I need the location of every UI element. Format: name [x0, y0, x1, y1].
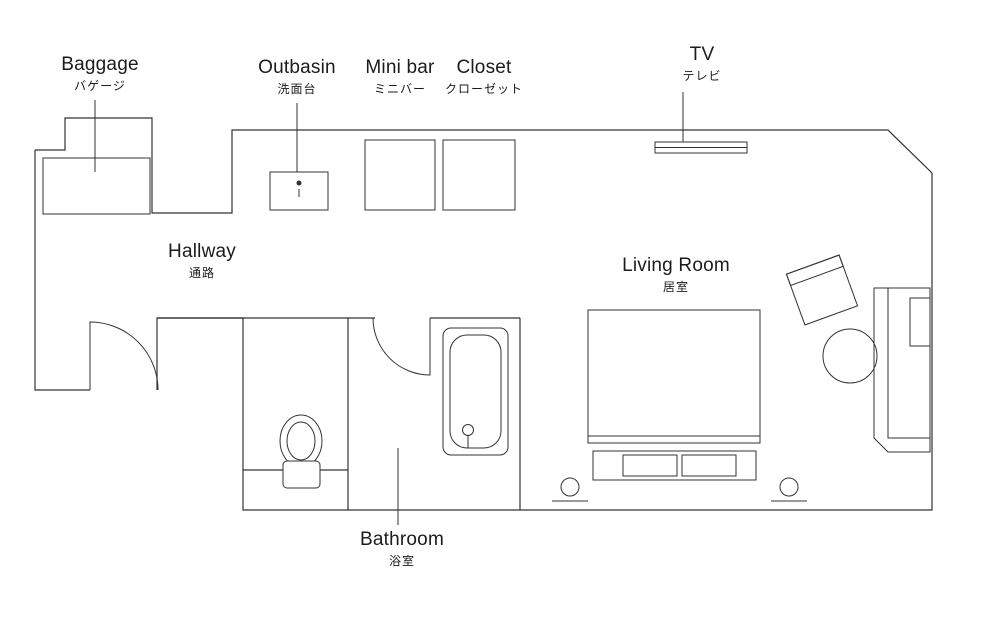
- entry-door-swing: [89, 321, 159, 391]
- label-closet-en: Closet: [456, 57, 512, 78]
- outer-wall: [34, 117, 933, 511]
- toilet-tank: [282, 460, 321, 489]
- label-tv: TV テレビ: [682, 44, 721, 83]
- faucet-icon: [296, 180, 302, 186]
- label-minibar: Mini bar ミニバー: [365, 57, 434, 96]
- toilet: [279, 414, 323, 489]
- label-living-room: Living Room 居室: [622, 255, 730, 294]
- bathtub-inner: [449, 334, 502, 449]
- label-living-room-ja: 居室: [662, 280, 689, 294]
- label-hallway-en: Hallway: [168, 241, 236, 262]
- bedside-marker-right: [771, 477, 807, 502]
- label-baggage: Baggage バゲージ: [61, 54, 138, 93]
- outbasin-fixture: [269, 171, 329, 211]
- baggage-rack: [42, 157, 151, 215]
- bench-cushion-left: [622, 454, 678, 477]
- sofa: [873, 287, 931, 453]
- sofa-back-line: [887, 288, 930, 439]
- label-hallway-ja: 通路: [188, 266, 216, 280]
- label-tv-ja: テレビ: [682, 69, 722, 83]
- walls: [34, 117, 933, 511]
- armchair-back: [785, 254, 844, 287]
- outbasin-counter: [269, 171, 329, 211]
- toilet-bowl-inner: [286, 421, 316, 461]
- bed: [587, 309, 761, 444]
- toilet-bowl: [279, 414, 323, 468]
- bed-mattress: [587, 309, 761, 444]
- label-tv-en: TV: [689, 44, 715, 65]
- bedside-circle-right: [779, 477, 799, 497]
- bathroom-door-swing: [372, 317, 431, 376]
- bed-bench: [592, 450, 757, 481]
- label-baggage-en: Baggage: [61, 54, 139, 75]
- bench-outline: [592, 450, 757, 481]
- armchair-seat: [785, 254, 859, 326]
- minibar-cabinet: [364, 139, 436, 211]
- label-minibar-ja: ミニバー: [373, 82, 426, 96]
- armchair: [785, 254, 859, 326]
- label-closet-ja: クローゼット: [444, 82, 524, 96]
- closet-cabinet: [442, 139, 516, 211]
- label-bathroom-en: Bathroom: [360, 529, 444, 550]
- label-bathroom-ja: 浴室: [388, 554, 416, 568]
- label-outbasin: Outbasin 洗面台: [258, 57, 336, 96]
- label-bathroom: Bathroom 浴室: [360, 529, 444, 568]
- label-baggage-ja: バゲージ: [74, 79, 126, 93]
- bedside-circle-left: [560, 477, 580, 497]
- bench-cushion-right: [681, 454, 737, 477]
- sofa-cushion: [909, 297, 931, 347]
- label-closet: Closet クローゼット: [445, 57, 523, 96]
- bathroom-door: [372, 317, 431, 376]
- bathtub-drain: [462, 424, 474, 436]
- inner-walls: [157, 317, 521, 510]
- label-living-room-en: Living Room: [622, 255, 730, 276]
- entry-door: [89, 321, 159, 391]
- label-hallway: Hallway 通路: [168, 241, 236, 280]
- round-table: [822, 328, 878, 384]
- bathtub-outer: [442, 327, 509, 456]
- bathtub: [442, 327, 509, 456]
- label-outbasin-en: Outbasin: [258, 57, 336, 78]
- label-outbasin-ja: 洗面台: [277, 82, 317, 96]
- sofa-outline: [873, 287, 931, 453]
- label-minibar-en: Mini bar: [365, 57, 435, 78]
- bedside-marker-left: [552, 477, 588, 502]
- leader-lines: [94, 92, 684, 525]
- tv-fixture: [654, 141, 748, 154]
